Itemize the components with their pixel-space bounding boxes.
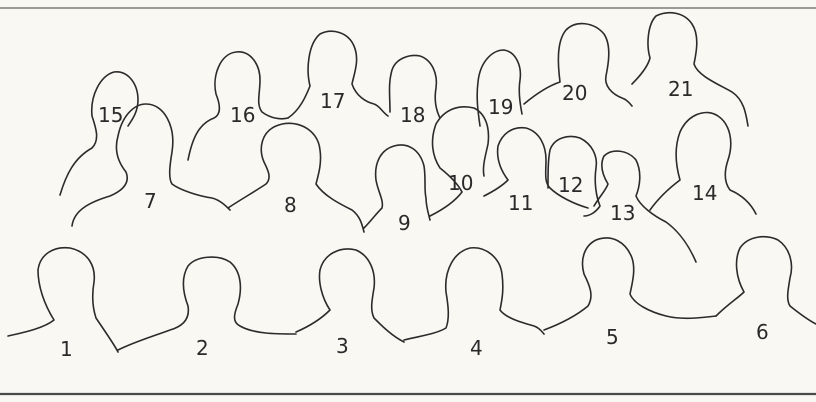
label-18: 18 [400,103,425,127]
label-5: 5 [606,325,619,349]
label-10: 10 [448,171,473,195]
figure-9-outline [364,145,430,228]
figure-21-outline [632,13,748,126]
label-20: 20 [562,81,587,105]
figure-4-outline [404,248,544,340]
label-13: 13 [610,201,635,225]
label-17: 17 [320,89,345,113]
label-14: 14 [692,181,717,205]
label-16: 16 [230,103,255,127]
label-15: 15 [98,103,123,127]
label-4: 4 [470,336,483,360]
label-2: 2 [196,336,209,360]
figure-15-outline [60,72,138,195]
figure-5-outline [544,238,716,330]
figure-6-outline [716,237,816,324]
figure-3-outline [296,249,404,342]
label-12: 12 [558,173,583,197]
label-19: 19 [488,95,513,119]
label-1: 1 [60,337,73,361]
label-8: 8 [284,193,297,217]
label-11: 11 [508,191,533,215]
label-3: 3 [336,334,349,358]
label-21: 21 [668,77,693,101]
label-9: 9 [398,211,411,235]
figure-number-labels: 1 2 3 4 5 6 7 8 9 10 11 12 13 14 15 16 1… [60,77,769,361]
label-6: 6 [756,320,769,344]
label-7: 7 [144,189,157,213]
